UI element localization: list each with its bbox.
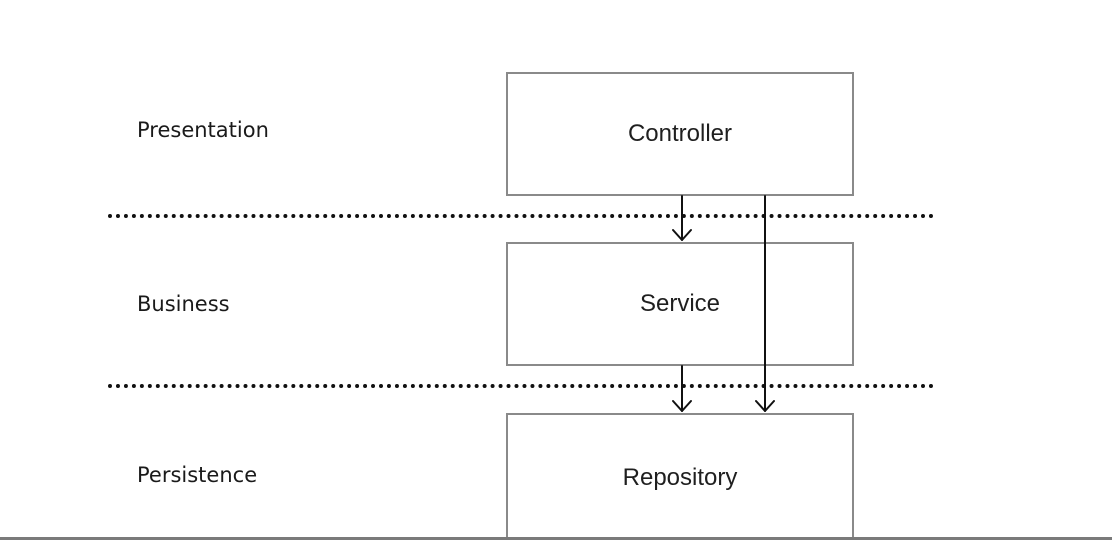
service-box: Service	[506, 242, 854, 366]
controller-box: Controller	[506, 72, 854, 196]
layer-divider-business-persistence	[108, 384, 934, 388]
layer-label-persistence: Persistence	[137, 463, 258, 487]
layer-label-presentation: Presentation	[137, 118, 269, 142]
service-label: Service	[639, 290, 721, 317]
repository-label: Repository	[622, 463, 738, 491]
arrow-service-to-repository	[672, 365, 692, 412]
bottom-border-line	[0, 537, 1112, 540]
controller-label: Controller	[627, 120, 733, 147]
layer-divider-presentation-business	[108, 214, 934, 218]
arrow-controller-to-service	[672, 195, 692, 241]
repository-box: Repository	[506, 413, 854, 540]
layer-label-business: Business	[137, 292, 230, 316]
